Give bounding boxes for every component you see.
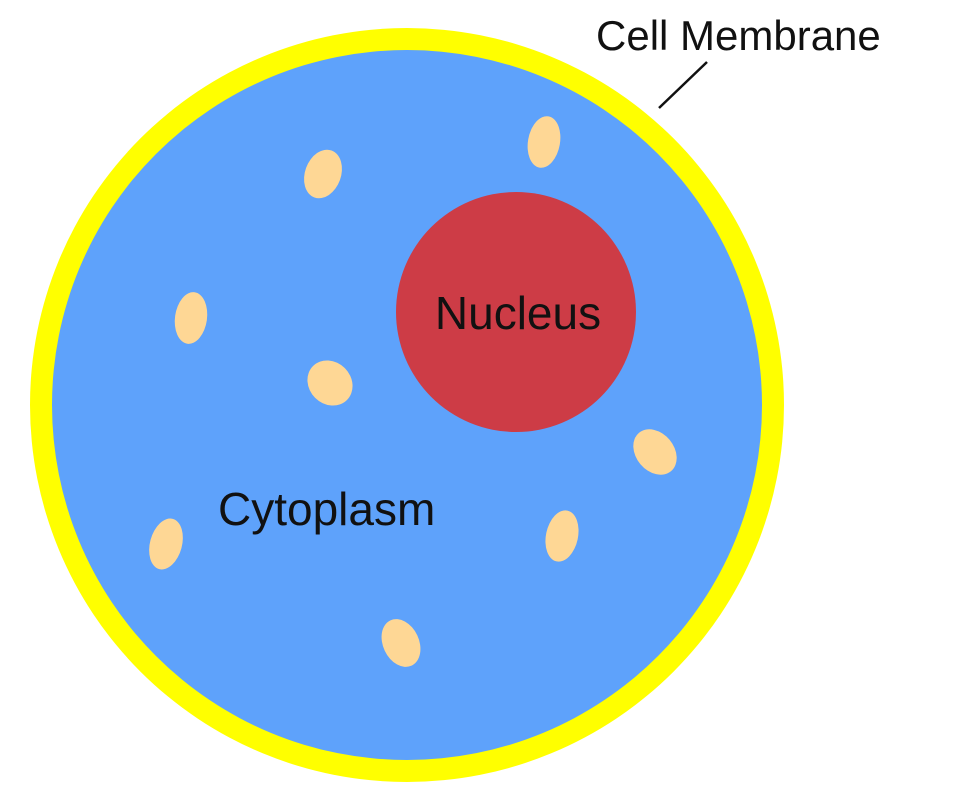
- organelle: [149, 518, 183, 570]
- cytoplasm-label: Cytoplasm: [218, 483, 435, 535]
- organelle: [527, 116, 561, 168]
- membrane-leader-line: [658, 61, 708, 109]
- organelle: [307, 360, 353, 406]
- organelle: [304, 149, 342, 199]
- organelle: [633, 429, 677, 475]
- organelles-group: [149, 116, 677, 667]
- organelle: [381, 619, 421, 667]
- organelle: [174, 292, 208, 344]
- nucleus: [396, 192, 636, 432]
- membrane-label: Cell Membrane: [596, 12, 881, 59]
- nucleus-label: Nucleus: [435, 287, 601, 339]
- organelle: [545, 510, 579, 562]
